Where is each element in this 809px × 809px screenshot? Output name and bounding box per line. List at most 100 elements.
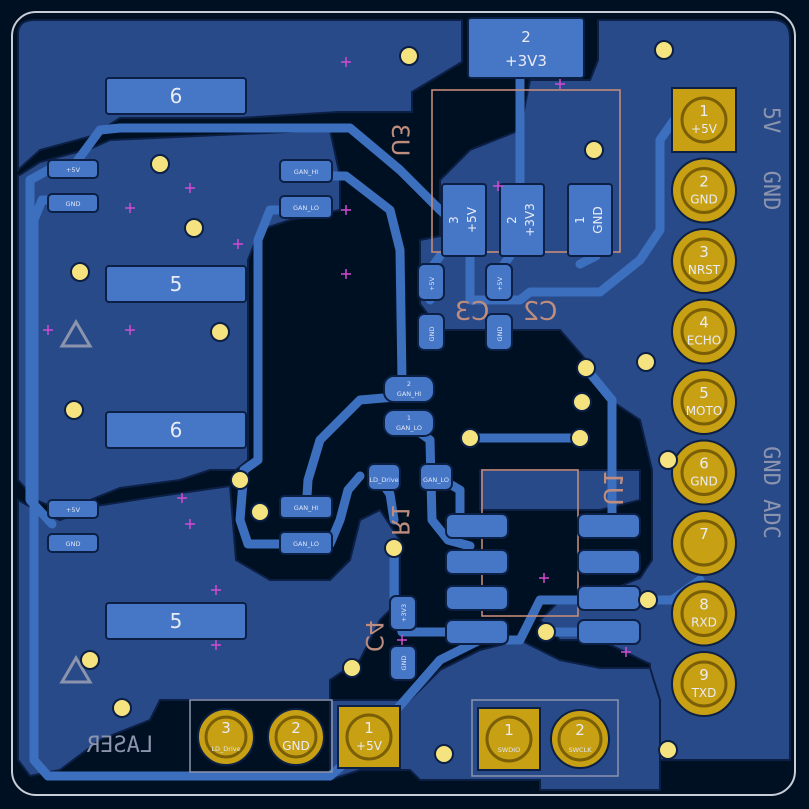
mcu-pin-5[interactable]: [577, 619, 641, 645]
smd-pad-gan-hi-1[interactable]: [279, 159, 333, 183]
regulator-pin-1[interactable]: [567, 183, 613, 257]
mcu-pin-1[interactable]: [445, 513, 509, 539]
plus-marker-icon: [211, 585, 221, 595]
header-pin-1-ring: [680, 96, 728, 144]
mcu-pin-6[interactable]: [577, 585, 641, 611]
board-outline: [11, 11, 796, 796]
plus-marker-icon: [185, 183, 195, 193]
header-pin-9-ring: [680, 660, 728, 708]
smd-pad-gan-lo-2[interactable]: [279, 531, 333, 555]
smd-pad-gan-hi-1-label: GAN_HI: [294, 168, 318, 176]
header-pin-2-side-label: GND: [758, 171, 783, 211]
mcu-pin-7[interactable]: [577, 549, 641, 575]
plus-marker-icon: [397, 635, 407, 645]
laser-diode-pad-1-label: GAN_LO: [396, 424, 422, 432]
swd-pin-2-net: SWCLK: [569, 746, 593, 754]
cap-c4-pad-2[interactable]: [389, 645, 417, 681]
smd-pad-5v-2[interactable]: [47, 499, 99, 519]
smd-pad-gnd-2-label: GND: [66, 540, 81, 548]
header-pin-7-num: 7: [699, 525, 709, 543]
large-pad-5-top[interactable]: [105, 265, 247, 303]
header-pin-4-num: 4: [699, 314, 709, 332]
regulator-pin-2[interactable]: [499, 183, 545, 257]
swd-connector-outline: [471, 699, 619, 777]
small-pads: +5V GND GAN_HI GAN_LO +5V GND GAN_HI GAN…: [47, 159, 558, 681]
regulator-tab-num: 2: [521, 28, 531, 46]
header-pin-8-ring: [680, 590, 728, 637]
mcu-pin-4[interactable]: [445, 619, 509, 645]
large-pad-5-bottom-label: 5: [170, 609, 183, 633]
large-pad-5-bottom[interactable]: [105, 602, 247, 640]
cap-c2-ref-label: C2: [523, 297, 558, 327]
via: [184, 218, 204, 238]
cap-c2-pad-1-label: +5V: [496, 276, 504, 291]
cap-c4-pad-1[interactable]: [389, 595, 417, 631]
regulator-tab-pad[interactable]: [467, 17, 585, 79]
large-pad-6-bottom[interactable]: [105, 411, 247, 449]
header-pin-7-ring: [680, 519, 728, 567]
plus-marker-icon: [555, 79, 565, 89]
laser-diode-pad-1[interactable]: [383, 409, 435, 437]
via: [80, 650, 100, 670]
cap-c2-pad-2[interactable]: [485, 313, 513, 351]
cap-c2-pad-1[interactable]: [485, 263, 513, 301]
header-pin-2-net: GND: [690, 193, 718, 207]
mcu-pin-8[interactable]: [577, 513, 641, 539]
regulator-pin-3-net: +5V: [465, 206, 479, 233]
resistor-r1-pad-1-label: LD_Drive: [369, 476, 398, 484]
plus-marker-icon: [493, 181, 503, 191]
header-pin-6-num: 6: [699, 455, 709, 473]
vias: [64, 40, 678, 764]
laser-diode-pad-2-num: 2: [407, 380, 411, 388]
laser-pin-2-net: GND: [282, 739, 310, 753]
plus-marker-icon: [233, 239, 243, 249]
smd-pad-gnd-1[interactable]: [47, 193, 99, 213]
cap-c4-pad-1-label: +3V3: [400, 604, 408, 622]
regulator-u3: 2 +3V3 3 +5V 2 +3V3 1 GND U3: [386, 17, 621, 257]
via: [399, 46, 419, 66]
laser-connector-outline: [189, 699, 333, 773]
smd-pad-5v-1[interactable]: [47, 159, 99, 179]
via: [460, 428, 480, 448]
plus-marker-icon: [177, 493, 187, 503]
large-pad-6-top-label: 6: [170, 84, 183, 108]
regulator-pin-1-label: 1: [573, 216, 587, 224]
header-pin-2-num: 2: [699, 173, 709, 191]
smd-pad-gnd-2[interactable]: [47, 533, 99, 553]
mcu-pin-3[interactable]: [445, 585, 509, 611]
smd-pad-gan-lo-1-label: GAN_LO: [293, 204, 319, 212]
header-pin-2-ring: [680, 167, 728, 214]
via: [342, 658, 362, 678]
via: [250, 502, 270, 522]
via: [434, 744, 454, 764]
via: [658, 450, 678, 470]
header-pin-6-side-label: GND ADC: [758, 446, 783, 539]
large-pads: 6 5 6 5: [105, 77, 247, 640]
laser-diode-pad-2[interactable]: [383, 375, 435, 403]
via: [150, 154, 170, 174]
header-pin-3-ring: [680, 237, 728, 285]
laser-pin-2-ring: [274, 715, 318, 759]
regulator-pin-2-net: +3V3: [523, 203, 537, 237]
header-pin-4-ring: [680, 308, 728, 355]
laser-diode-pad-2-label: GAN_HI: [397, 390, 421, 398]
swd-pin-2-num: 2: [575, 721, 585, 739]
resistor-r1-pad-2[interactable]: [419, 463, 453, 491]
smd-pad-gan-lo-1[interactable]: [279, 195, 333, 219]
smd-pad-gan-hi-2-label: GAN_HI: [294, 504, 318, 512]
laser-connector: LASER 1 +5V 2 GND 3 LD_Drive: [86, 699, 401, 773]
smd-pad-gan-hi-2[interactable]: [279, 495, 333, 519]
cap-c3-pad-2[interactable]: [417, 313, 445, 351]
laser-pin-3-ring: [204, 715, 248, 759]
regulator-pin-3[interactable]: [441, 183, 487, 257]
cap-c3-pad-1[interactable]: [417, 263, 445, 301]
mcu-pin-2[interactable]: [445, 549, 509, 575]
large-pad-6-top[interactable]: [105, 77, 247, 115]
cap-c4-pad-2-label: GND: [400, 656, 408, 671]
mcu-ref-label: U1: [597, 470, 627, 506]
resistor-r1-pad-1[interactable]: [367, 463, 401, 491]
header-pin-5-net: MOTO: [686, 404, 723, 418]
via: [570, 428, 590, 448]
